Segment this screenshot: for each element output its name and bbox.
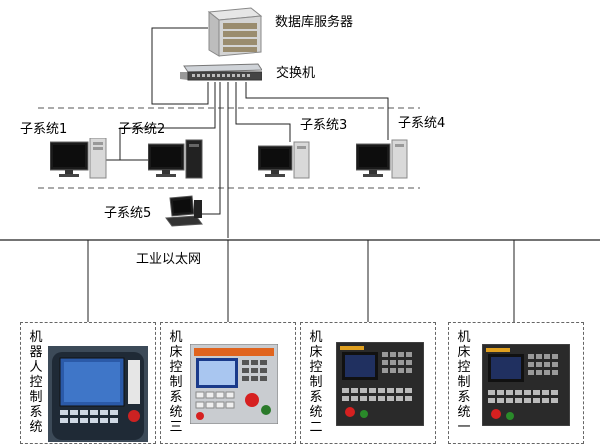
link-subsystem1-2 [119, 82, 216, 160]
machine1-control-label: 机床控制系统一 [457, 330, 471, 435]
subsystem3-label: 子系统3 [300, 118, 348, 133]
machine1-control-box [448, 322, 584, 444]
switch-icon [180, 62, 263, 82]
subsystem4-label: 子系统4 [398, 116, 446, 131]
machine2-cnc-panel-icon [335, 341, 425, 427]
link-subsystem5 [200, 82, 221, 215]
database-server-icon [205, 6, 265, 58]
machine2-control-label: 机床控制系统二 [309, 330, 323, 435]
subsystem2-label: 子系统2 [118, 122, 166, 137]
server-label: 数据库服务器 [275, 15, 354, 30]
subsystem2-computer-icon [147, 138, 206, 180]
subsystem1-label: 子系统1 [20, 122, 68, 137]
subsystem5-computer-icon [164, 194, 204, 228]
subsystem3-computer-icon [257, 140, 312, 180]
robot-teach-pendant-icon [48, 346, 148, 442]
robot-control-label: 机器人控制系统 [29, 330, 43, 435]
machine1-cnc-panel-icon [481, 343, 571, 427]
network-label: 工业以太网 [136, 252, 202, 267]
machine3-control-label: 机床控制系统三 [169, 330, 183, 435]
machine3-cnc-panel-icon [189, 343, 279, 425]
subsystem5-label: 子系统5 [104, 206, 152, 221]
link-subsystem4 [245, 82, 389, 140]
subsystem4-computer-icon [355, 138, 410, 180]
link-subsystem3 [235, 82, 291, 142]
switch-label: 交换机 [276, 66, 316, 81]
robot-control-box [20, 322, 156, 444]
machine3-control-box [160, 322, 296, 444]
subsystem1-computer-icon [49, 137, 108, 180]
machine2-control-box [300, 322, 436, 444]
server-switch-link [151, 27, 209, 105]
